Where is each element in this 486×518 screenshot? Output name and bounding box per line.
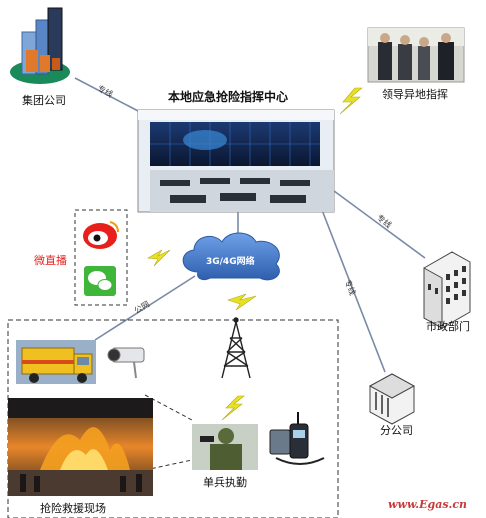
line-group-to-center <box>74 77 141 113</box>
fire-scene-photo <box>8 398 153 496</box>
line-cloud-to-site <box>94 275 196 341</box>
lightning-bolt <box>227 293 257 311</box>
center-title: 本地应急抢险指挥中心 <box>168 90 289 104</box>
wechat-icon <box>84 266 116 296</box>
lightning-bolt <box>221 395 245 421</box>
radio-handset-icon <box>269 412 325 465</box>
rescue-truck-photo <box>16 340 96 384</box>
micro-live-label: 微直播 <box>34 254 67 267</box>
group-company-label: 集团公司 <box>22 94 66 107</box>
command-center-photo <box>137 109 335 213</box>
lightning-bolt <box>339 87 363 115</box>
connection-lines <box>74 77 426 373</box>
leader-remote-label: 领导异地指挥 <box>382 88 448 101</box>
lightning-icons <box>147 87 363 421</box>
line-center-to-municipal <box>329 187 426 259</box>
line-center-to-branch <box>321 209 386 373</box>
surveillance-camera-icon <box>107 347 145 379</box>
cloud-icon <box>182 232 280 281</box>
municipal-label: 市政部门 <box>426 320 470 333</box>
branch-label: 分公司 <box>380 424 413 437</box>
building-cluster-icon <box>10 7 70 84</box>
soldier-photo <box>192 424 258 470</box>
municipal-building-icon <box>423 251 471 329</box>
radio-tower-icon <box>221 317 251 379</box>
site-label: 抢险救援现场 <box>40 502 106 515</box>
watermark: www.Egas.cn <box>388 498 468 511</box>
network-label: 3G/4G网络 <box>206 257 255 267</box>
weibo-icon <box>83 221 119 249</box>
social-dashed-box <box>74 209 128 306</box>
soldier-label: 单兵执勤 <box>203 476 247 489</box>
branch-building-icon <box>368 373 416 425</box>
lightning-bolt <box>147 249 171 267</box>
leader-photo <box>367 27 465 83</box>
